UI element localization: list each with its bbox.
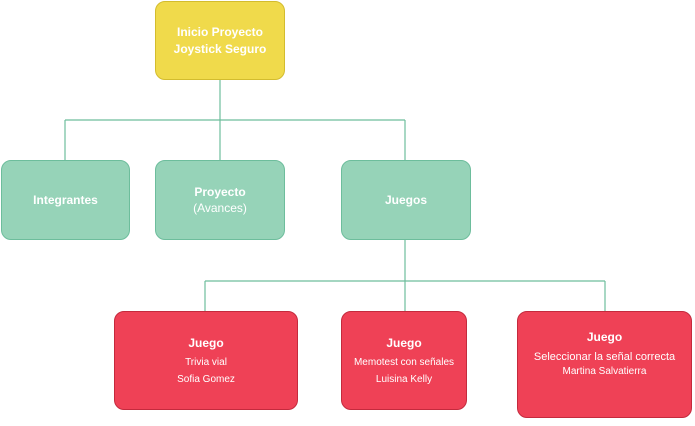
proyecto-node[interactable]: Proyecto (Avances) — [155, 160, 285, 240]
game-title: Juego — [586, 329, 623, 344]
game-name: Trivia vial — [185, 357, 227, 369]
game-name: Seleccionar la señal correcta — [533, 350, 676, 363]
game-author: Luisina Kelly — [375, 373, 433, 385]
game-node-trivia[interactable]: Juego Trivia vial Sofia Gomez — [114, 311, 298, 410]
game-author: Martina Salvatierra — [562, 365, 647, 377]
game-node-memotest[interactable]: Juego Memotest con señales Luisina Kelly — [341, 311, 467, 410]
proyecto-sublabel: (Avances) — [193, 201, 247, 215]
game-title: Juego — [386, 335, 422, 350]
juegos-node[interactable]: Juegos — [341, 160, 471, 240]
root-line-2: Joystick Seguro — [173, 41, 267, 56]
game-title: Juego — [188, 335, 224, 350]
root-line-1: Inicio Proyecto — [176, 25, 264, 40]
game-author: Sofia Gomez — [177, 373, 235, 385]
juegos-label: Juegos — [384, 192, 427, 207]
game-node-senal[interactable]: Juego Seleccionar la señal correcta Mart… — [517, 311, 692, 418]
root-node[interactable]: Inicio Proyecto Joystick Seguro — [155, 1, 285, 80]
game-name: Memotest con señales — [353, 357, 455, 369]
integrantes-node[interactable]: Integrantes — [1, 160, 130, 240]
proyecto-label: Proyecto — [194, 184, 246, 199]
integrantes-label: Integrantes — [33, 192, 98, 207]
